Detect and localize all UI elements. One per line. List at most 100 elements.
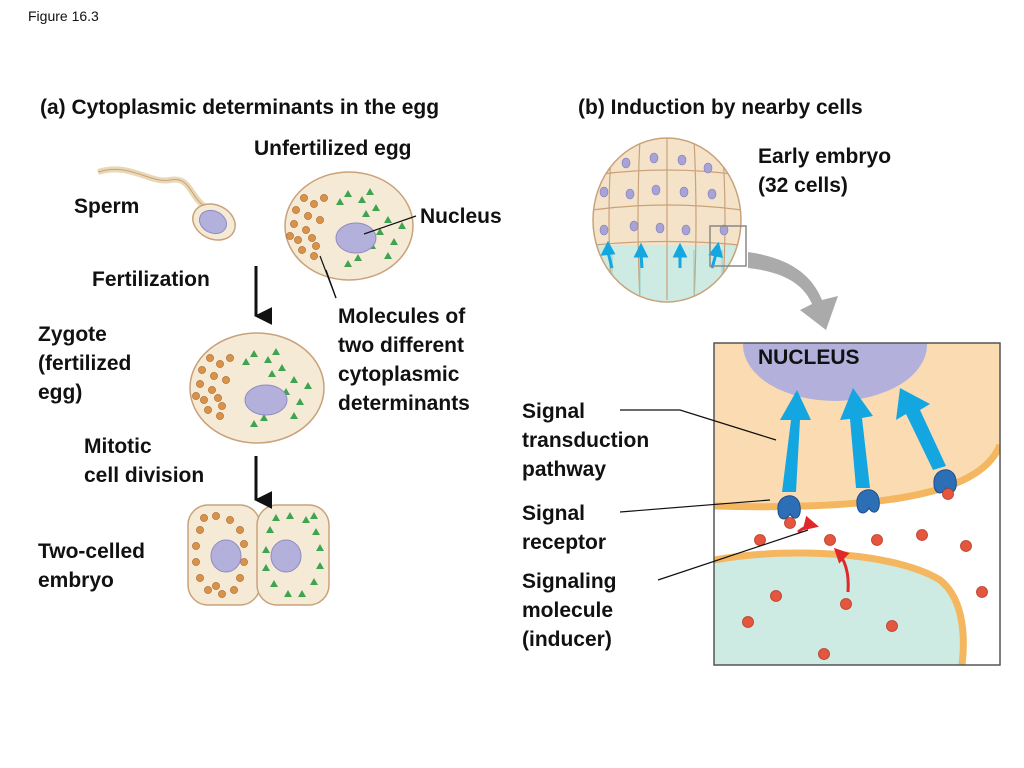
signal-transduction-label: Signal transduction pathway — [522, 400, 650, 481]
determinant-dot — [218, 590, 226, 598]
determinant-triangle — [304, 382, 312, 389]
determinant-dot — [226, 516, 234, 524]
determinant-triangle — [312, 528, 320, 535]
determinant-dot — [308, 234, 316, 242]
determinant-triangle — [260, 414, 268, 421]
receptor-leader — [619, 499, 771, 513]
embryo-cell-nucleus — [703, 162, 713, 174]
signaling-molecule-label: Signaling molecule (inducer) — [522, 570, 617, 651]
determinant-dot — [204, 406, 212, 414]
determinant-dot — [218, 402, 226, 410]
determinant-dot — [240, 558, 248, 566]
determinant-dot — [230, 586, 238, 594]
determinant-dot — [286, 232, 294, 240]
embryo-cell-nucleus — [677, 154, 687, 166]
embryo-cell-nucleus — [621, 157, 631, 169]
inducer-molecule — [824, 534, 836, 546]
determinant-dot — [196, 526, 204, 534]
molecules-leader-2 — [325, 269, 337, 299]
determinant-dot — [290, 220, 298, 228]
determinant-triangle — [272, 348, 280, 355]
determinant-dot — [196, 574, 204, 582]
determinant-dot — [316, 216, 324, 224]
nucleus-caps-label: NUCLEUS — [758, 346, 860, 369]
determinant-dot — [192, 542, 200, 550]
determinant-triangle — [296, 398, 304, 405]
sperm-cell — [97, 166, 236, 241]
determinant-dot — [192, 558, 200, 566]
zygote-cell — [189, 332, 325, 444]
embryo-cell-nucleus — [719, 224, 729, 236]
determinant-dot — [294, 236, 302, 244]
figure-label: Figure 16.3 — [28, 8, 99, 24]
determinant-dot — [310, 200, 318, 208]
inducer-molecule — [742, 616, 754, 628]
determinant-triangle — [390, 238, 398, 245]
zygote-label: Zygote (fertilized egg) — [38, 323, 132, 404]
panel-b-heading: (b) Induction by nearby cells — [578, 96, 863, 119]
determinant-dot — [196, 380, 204, 388]
determinant-triangle — [362, 210, 370, 217]
determinant-dot — [240, 540, 248, 548]
determinant-triangle — [250, 420, 258, 427]
determinant-triangle — [268, 370, 276, 377]
nucleus-label: Nucleus — [420, 205, 502, 228]
embryo-cell-nucleus — [651, 184, 661, 196]
molecules-label: Molecules of two different cytoplasmic d… — [338, 305, 470, 415]
fertilization-label: Fertilization — [92, 268, 210, 291]
determinant-dot — [200, 514, 208, 522]
determinant-triangle — [310, 512, 318, 519]
determinant-triangle — [384, 252, 392, 259]
inducer-leader — [657, 529, 809, 581]
embryo-cell-nucleus — [707, 188, 717, 200]
embryo-cell-nucleus — [681, 224, 691, 236]
embryo-cell-nucleus — [599, 186, 609, 198]
transduction-leader — [620, 409, 777, 441]
embryo-cell-nucleus — [625, 188, 635, 200]
determinant-dot — [216, 412, 224, 420]
determinant-dot — [212, 582, 220, 590]
determinant-dot — [312, 242, 320, 250]
determinant-dot — [292, 206, 300, 214]
inducer-molecule — [840, 598, 852, 610]
determinant-dot — [206, 354, 214, 362]
determinant-triangle — [302, 516, 310, 523]
inducer-molecule — [818, 648, 830, 660]
determinant-dot — [302, 226, 310, 234]
embryo-cell-nucleus — [679, 186, 689, 198]
determinant-dot — [320, 194, 328, 202]
determinant-dot — [192, 392, 200, 400]
determinant-triangle — [358, 196, 366, 203]
determinant-triangle — [284, 590, 292, 597]
determinant-dot — [226, 354, 234, 362]
zoom-box — [713, 342, 1001, 666]
determinant-dot — [222, 376, 230, 384]
zoom-arrow — [748, 252, 838, 330]
determinant-dot — [200, 396, 208, 404]
mitotic-label: Mitotic cell division — [84, 435, 205, 487]
determinant-triangle — [344, 190, 352, 197]
determinant-dot — [216, 360, 224, 368]
determinant-dot — [204, 586, 212, 594]
determinant-triangle — [398, 222, 406, 229]
determinant-triangle — [242, 358, 250, 365]
determinant-triangle — [290, 376, 298, 383]
embryo-cell-nucleus — [599, 224, 609, 236]
nucleus-leader — [363, 215, 417, 235]
embryo-cell-nucleus — [629, 220, 639, 232]
determinant-dot — [300, 194, 308, 202]
determinant-triangle — [316, 562, 324, 569]
panel-a-heading: (a) Cytoplasmic determinants in the egg — [40, 96, 440, 119]
two-celled-embryo — [187, 504, 330, 606]
determinant-dot — [210, 372, 218, 380]
determinant-dot — [304, 212, 312, 220]
determinant-dot — [298, 246, 306, 254]
determinant-triangle — [354, 254, 362, 261]
inducer-molecule — [770, 590, 782, 602]
determinant-dot — [236, 526, 244, 534]
determinant-triangle — [290, 412, 298, 419]
determinant-triangle — [262, 546, 270, 553]
determinant-triangle — [278, 364, 286, 371]
determinant-triangle — [316, 544, 324, 551]
